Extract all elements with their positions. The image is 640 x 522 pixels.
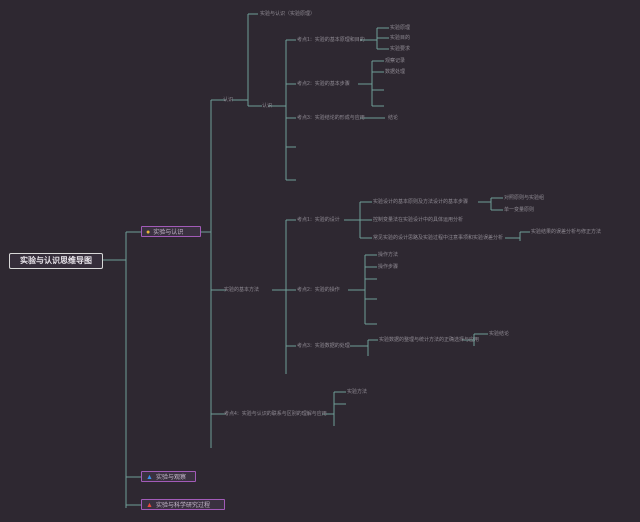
- lightbulb-icon: ●: [146, 229, 151, 236]
- branch-node-experiment-recognition[interactable]: ●实验与认识: [141, 226, 201, 237]
- exam-point-node[interactable]: 考点1：实验的设计: [297, 217, 340, 223]
- detail-node[interactable]: 实验方法: [347, 389, 368, 395]
- branch-node-scientific-process[interactable]: ▲实验与科学研究过程: [141, 499, 225, 510]
- leaf-node[interactable]: 对照原则与实验组: [504, 195, 545, 201]
- detail-node[interactable]: 常见实验的设计思路及实验过程中注意事项和实验误差分析: [373, 235, 504, 241]
- detail-node[interactable]: 操作步骤: [378, 264, 399, 270]
- topic-node[interactable]: 认识: [223, 97, 234, 103]
- flame-icon-blue: ▲: [146, 474, 153, 481]
- subtopic-node[interactable]: 实验与认识（实验原理）: [260, 11, 316, 17]
- branch-label: 实验与科学研究过程: [155, 503, 210, 509]
- detail-node[interactable]: 实验原理: [390, 25, 411, 31]
- branch-label: 实验与观察: [155, 475, 186, 481]
- detail-node[interactable]: 观察记录: [385, 58, 406, 64]
- detail-node[interactable]: 实验目的: [390, 35, 411, 41]
- leaf-node[interactable]: 单一变量原则: [504, 207, 535, 213]
- topic-node[interactable]: 考点4：实验与认识的联系与区别的理解与应用: [224, 411, 327, 417]
- subtopic-node[interactable]: 认识: [262, 103, 273, 109]
- detail-node[interactable]: 控制变量法在实验设计中的具体运用分析: [373, 217, 464, 223]
- branch-node-experiment-observation[interactable]: ▲实验与观察: [141, 471, 196, 482]
- root-node[interactable]: 实验与认识思维导图: [9, 253, 103, 269]
- detail-node[interactable]: 实验结论: [489, 331, 510, 337]
- exam-point-node[interactable]: 考点2：实验的操作: [297, 287, 340, 293]
- branch-label: 实验与认识: [153, 230, 184, 236]
- leaf-node[interactable]: 实验结果的误差分析与修正方法: [531, 229, 602, 235]
- detail-node[interactable]: 实验要求: [390, 46, 411, 52]
- detail-node[interactable]: 结论: [388, 115, 399, 121]
- exam-point-node[interactable]: 考点3：实验结论的形成与应用: [297, 115, 365, 121]
- topic-node[interactable]: 实验的基本方法: [224, 287, 260, 293]
- detail-node[interactable]: 操作方法: [378, 252, 399, 258]
- detail-node[interactable]: 数据处理: [385, 69, 406, 75]
- flame-icon-red: ▲: [146, 502, 153, 509]
- detail-node[interactable]: 实验设计的基本原则及方法设计的基本步骤: [373, 199, 469, 205]
- exam-point-node[interactable]: 考点1：实验的基本原理和目的: [297, 37, 365, 43]
- detail-node[interactable]: 实验数据的整理与统计方法的正确选择与应用: [379, 337, 480, 343]
- exam-point-node[interactable]: 考点2：实验的基本步骤: [297, 81, 350, 87]
- exam-point-node[interactable]: 考点3：实验数据的处理: [297, 343, 350, 349]
